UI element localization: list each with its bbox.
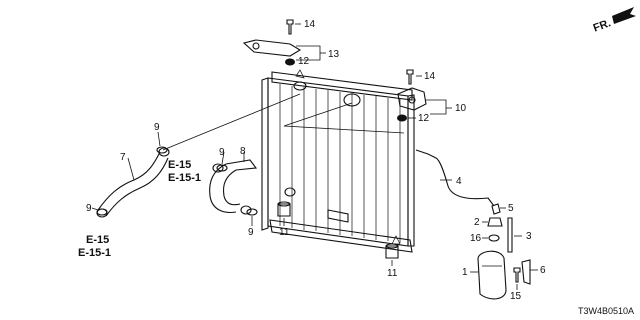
front-direction-indicator: FR. [592,7,636,35]
callout-2: 2 [474,217,480,228]
callout-9-lower-left: 9 [86,203,92,214]
callout-16: 16 [470,233,482,244]
tank-bolt [513,267,521,290]
ref-e15-1-lower: E-15-1 [78,247,111,259]
callout-8: 8 [240,146,246,157]
callout-9-middle: 9 [219,147,225,158]
radiator [261,69,415,253]
leader-line [283,102,353,127]
leader-line [162,93,301,151]
upper-bracket [242,19,326,66]
ref-e15-lower: E-15 [86,234,109,246]
callout-4: 4 [456,176,462,187]
upper-radiator-hose [96,147,170,218]
callout-3: 3 [526,231,532,242]
callout-12-side: 12 [418,113,430,124]
leader-line [283,125,405,134]
lower-cushion [385,243,399,266]
callout-14-side: 14 [424,71,436,82]
callout-14-top: 14 [304,19,316,30]
callout-10: 10 [455,103,467,114]
callout-9-upper: 9 [154,122,160,133]
callout-12-top: 12 [298,56,310,67]
hose-clamp [91,207,108,216]
hose-clamp [246,208,258,226]
tube-fitting [491,203,506,215]
callout-9-lower-right: 9 [248,227,254,238]
front-direction-label: FR. [592,17,613,34]
lower-radiator-hose [209,152,258,215]
callout-13: 13 [328,49,340,60]
hose-clamp [156,131,168,154]
ref-e15-upper: E-15 [168,159,191,171]
reserve-tank [470,250,507,300]
callout-7: 7 [120,152,126,163]
lower-cushion [277,201,291,226]
ref-e15-1-upper: E-15-1 [168,172,201,184]
callout-11-right: 11 [387,268,398,279]
callout-6: 6 [540,265,546,276]
cap-seal [482,234,500,242]
callout-1: 1 [462,267,468,278]
reservoir-hose [507,217,522,253]
drawing-code: T3W4B0510A [578,306,634,316]
callout-5: 5 [508,203,514,214]
reservoir-cap [482,217,503,227]
hose-clamp [216,151,228,172]
callout-11-left: 11 [279,227,290,238]
front-arrow-icon [612,7,636,24]
tank-bracket [521,259,538,285]
side-bracket [397,69,452,122]
callout-15: 15 [510,291,522,302]
overflow-tube [415,149,495,207]
